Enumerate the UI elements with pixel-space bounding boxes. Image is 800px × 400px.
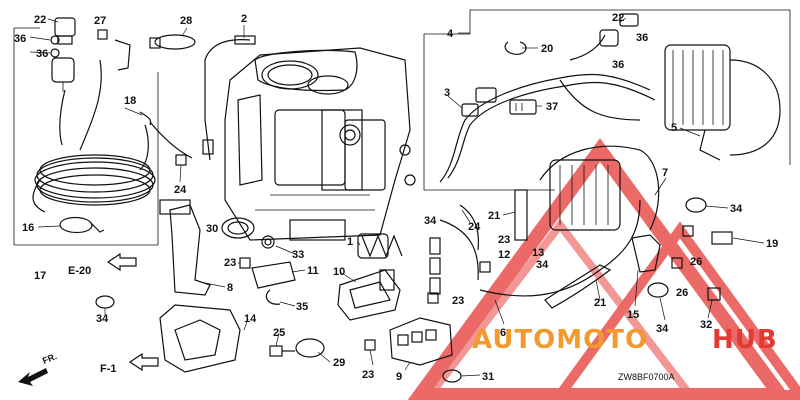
callout-15: 15 <box>627 309 639 321</box>
callout-21: 21 <box>488 210 500 222</box>
callout-30: 30 <box>206 223 218 235</box>
callout-5: 5 <box>671 122 677 134</box>
clip-35 <box>265 289 281 305</box>
clip-29 <box>295 338 325 358</box>
cable-tie-16 <box>59 216 105 234</box>
callout-34: 34 <box>96 313 109 325</box>
callout-31: 31 <box>482 371 494 383</box>
clip-20 <box>504 41 527 55</box>
callout-24: 24 <box>468 221 481 233</box>
callout-9: 9 <box>396 371 402 383</box>
callout-37: 37 <box>546 101 558 113</box>
bracket-15 <box>631 234 661 273</box>
callout-25: 25 <box>273 327 285 339</box>
callout-11: 11 <box>307 265 319 277</box>
callout-27: 27 <box>94 15 106 27</box>
coupler-22-right <box>599 13 639 47</box>
right-group-box <box>423 9 791 191</box>
ref-e20-arrow <box>106 252 137 272</box>
clip-34-left <box>95 295 115 309</box>
callout-17: 17 <box>34 270 46 282</box>
switch-box-10 <box>337 269 401 321</box>
callout-18: 18 <box>124 95 136 107</box>
tube-21 <box>514 189 612 309</box>
connector-36 <box>50 35 75 92</box>
bracket-11 <box>251 235 296 289</box>
battery-cable-coil <box>32 59 156 213</box>
callout-34: 34 <box>730 203 743 215</box>
cable-2 <box>202 35 256 161</box>
engine-block <box>224 47 416 241</box>
callout-13: 13 <box>532 247 544 259</box>
callout-7: 7 <box>662 167 668 179</box>
callout-34: 34 <box>424 215 437 227</box>
callout-32: 32 <box>700 319 712 331</box>
callout-24: 24 <box>174 184 187 196</box>
callout-3: 3 <box>444 87 450 99</box>
ref-f1-arrow <box>128 352 159 372</box>
callout-26: 26 <box>690 256 702 268</box>
clip-30 <box>221 217 255 239</box>
callout-16: 16 <box>22 222 34 234</box>
bolt-25 <box>269 345 295 357</box>
watermark-logo <box>407 138 800 400</box>
wire-harness-4 <box>439 34 656 183</box>
callout-29: 29 <box>333 357 345 369</box>
callout-36: 36 <box>636 32 648 44</box>
watermark-text-automoto: AUTOMOTO <box>472 325 648 355</box>
callout-10: 10 <box>333 266 345 278</box>
terminal-cap-22 <box>54 17 76 45</box>
callout-2: 2 <box>241 13 247 25</box>
bracket-14 <box>159 304 241 373</box>
terminal-block-9 <box>389 317 453 366</box>
callout-20: 20 <box>541 43 553 55</box>
callout-23: 23 <box>452 295 464 307</box>
bolt-24 <box>175 154 187 166</box>
callout-23: 23 <box>498 234 510 246</box>
regulator-7 <box>549 159 621 231</box>
front-label: FR. <box>41 351 58 366</box>
callout-34: 34 <box>536 259 549 271</box>
front-arrow <box>18 368 48 386</box>
callout-35: 35 <box>296 301 308 313</box>
callout-4: 4 <box>447 28 454 40</box>
cable-18 <box>139 111 193 159</box>
diagram-code: ZW8BF0700A <box>618 372 675 382</box>
regulator-5 <box>664 44 781 161</box>
bracket-small <box>114 39 131 71</box>
callout-12: 12 <box>498 249 510 261</box>
small-fasteners <box>647 197 733 301</box>
callout-28: 28 <box>180 15 192 27</box>
left-group-box <box>13 27 159 246</box>
callout-8: 8 <box>227 282 233 294</box>
callout-21: 21 <box>594 297 606 309</box>
callout-22: 22 <box>34 14 46 26</box>
callout-6: 6 <box>500 327 506 339</box>
watermark-text-hub: HUB <box>712 325 778 355</box>
callout-14: 14 <box>244 313 257 325</box>
callout-26: 26 <box>676 287 688 299</box>
callout-19: 19 <box>766 238 778 250</box>
callout-22: 22 <box>612 12 624 24</box>
callout-33: 33 <box>292 249 304 261</box>
bracket-8 <box>159 199 211 296</box>
callout-36: 36 <box>14 33 26 45</box>
callout-36: 36 <box>36 48 48 60</box>
bolt-27 <box>97 29 108 40</box>
ref-f1-label: F-1 <box>100 363 117 375</box>
clamp-28 <box>149 34 196 50</box>
spring-1 <box>357 233 403 259</box>
ref-e20-label: E-20 <box>68 265 91 277</box>
callout-1: 1 <box>347 236 353 248</box>
connector-37 <box>509 99 537 115</box>
callout-36: 36 <box>612 59 624 71</box>
leader-lines <box>29 17 765 377</box>
cable-6 <box>479 145 660 297</box>
ground-cables <box>429 204 480 295</box>
callout-23: 23 <box>362 369 374 381</box>
callout-34: 34 <box>656 323 669 335</box>
callout-23: 23 <box>224 257 236 269</box>
